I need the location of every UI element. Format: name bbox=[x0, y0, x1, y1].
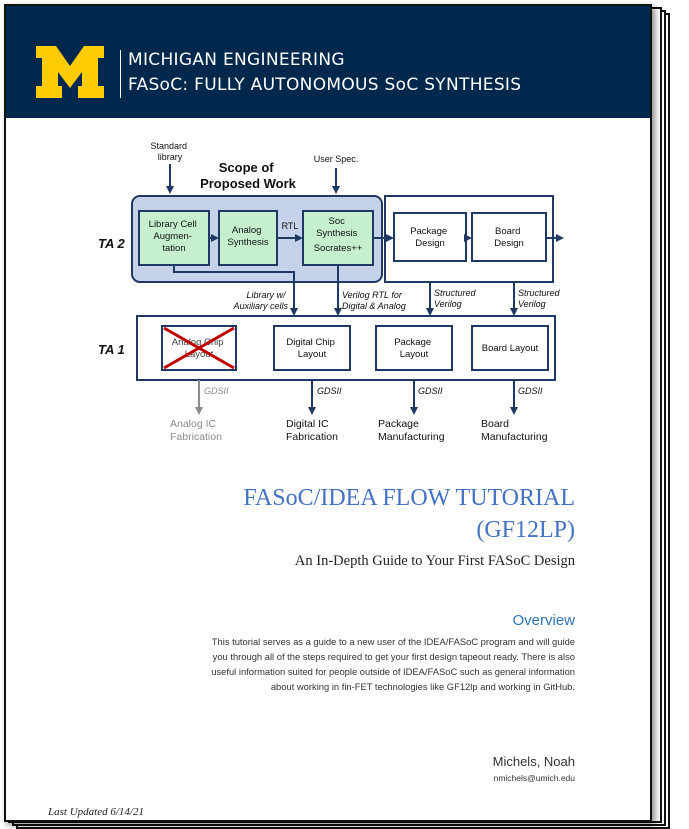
soc-synthesis-label: Soc Synthesis Socrates++ bbox=[314, 216, 363, 254]
analog-ic-output: Analog IC Fabrication bbox=[170, 418, 222, 443]
arrow-library-to-digital bbox=[173, 265, 298, 316]
document-page: MICHIGAN ENGINEERING FASoC: FULLY AUTONO… bbox=[4, 4, 652, 822]
analog-synthesis-block bbox=[218, 210, 278, 266]
board-design-label: Board Design bbox=[494, 226, 524, 249]
author-name: Michels, Noah bbox=[492, 754, 575, 769]
document-subtitle: An In-Depth Guide to Your First FASoC De… bbox=[294, 553, 575, 569]
document-title: FASoC/IDEA FLOW TUTORIAL (GF12LP) bbox=[243, 482, 575, 546]
rtl-label: RTL bbox=[282, 221, 299, 231]
university-m-logo bbox=[36, 46, 104, 98]
digital-chip-label: Digital Chip Layout bbox=[286, 337, 337, 360]
gdsii-label: GDSII bbox=[204, 386, 229, 396]
gdsii-label: GDSII bbox=[317, 386, 342, 396]
analog-chip-label: Analog Chip Layout bbox=[172, 337, 226, 360]
title-line-1: FASoC/IDEA FLOW TUTORIAL bbox=[243, 485, 575, 511]
overview-heading: Overview bbox=[512, 612, 575, 629]
overview-line: about working in fin-FET technologies li… bbox=[270, 681, 575, 692]
user-spec-label: User Spec. bbox=[314, 154, 359, 164]
package-layout-block bbox=[375, 325, 453, 371]
logo-m-shape bbox=[36, 46, 104, 98]
brand-line: MICHIGAN ENGINEERING bbox=[128, 50, 345, 70]
gdsii-label: GDSII bbox=[518, 386, 543, 396]
digital-chip-block bbox=[273, 325, 351, 371]
analog-synthesis-label: Analog Synthesis bbox=[227, 225, 268, 248]
package-design-block bbox=[393, 212, 467, 262]
last-updated: Last Updated 6/14/21 bbox=[48, 806, 144, 818]
library-aux-label: Library w/ Auxiliary cells bbox=[232, 290, 288, 311]
structured-verilog-label-2: Structured Verilog bbox=[518, 288, 562, 309]
cross-out-line bbox=[163, 326, 235, 370]
scope-title: Scope of Proposed Work bbox=[200, 160, 297, 191]
overview-body: This tutorial serves as a guide to a new… bbox=[135, 634, 575, 694]
library-cell-block bbox=[138, 210, 210, 266]
package-mfg-output: Package Manufacturing bbox=[378, 418, 445, 443]
digital-ic-output: Digital IC Fabrication bbox=[286, 418, 338, 443]
gdsii-label: GDSII bbox=[418, 386, 443, 396]
overview-line: This tutorial serves as a guide to a new… bbox=[211, 636, 575, 647]
overview-line: you through all of the steps required to… bbox=[212, 651, 575, 662]
verilog-rtl-label: Verilog RTL for Digital & Analog bbox=[342, 290, 406, 311]
soc-synthesis-block bbox=[302, 210, 374, 266]
board-mfg-output: Board Manufacturing bbox=[481, 418, 548, 443]
banner-divider bbox=[120, 50, 121, 98]
structured-verilog-label-1: Structured Verilog bbox=[434, 288, 478, 309]
library-cell-label: Library Cell Augmen- tation bbox=[149, 219, 200, 254]
ta1-label: TA 1 bbox=[98, 342, 125, 357]
title-line-2: (GF12LP) bbox=[476, 517, 575, 543]
standard-library-label: Standard library bbox=[150, 141, 189, 162]
board-design-block bbox=[471, 212, 547, 262]
author-email: nmichels@umich.edu bbox=[493, 773, 575, 783]
project-line: FASoC: FULLY AUTONOMOUS SoC SYNTHESIS bbox=[128, 75, 522, 95]
header-banner: MICHIGAN ENGINEERING FASoC: FULLY AUTONO… bbox=[6, 6, 650, 118]
board-layout-label: Board Layout bbox=[482, 343, 539, 354]
package-design-label: Package Design bbox=[410, 226, 450, 249]
ta2-label: TA 2 bbox=[98, 236, 125, 251]
flow-diagram: Standard library User Spec. Scope of Pro… bbox=[98, 141, 564, 443]
board-layout-block bbox=[471, 325, 549, 371]
overview-line: useful information suited for people out… bbox=[211, 666, 575, 677]
package-layout-label: Package Layout bbox=[394, 337, 434, 360]
